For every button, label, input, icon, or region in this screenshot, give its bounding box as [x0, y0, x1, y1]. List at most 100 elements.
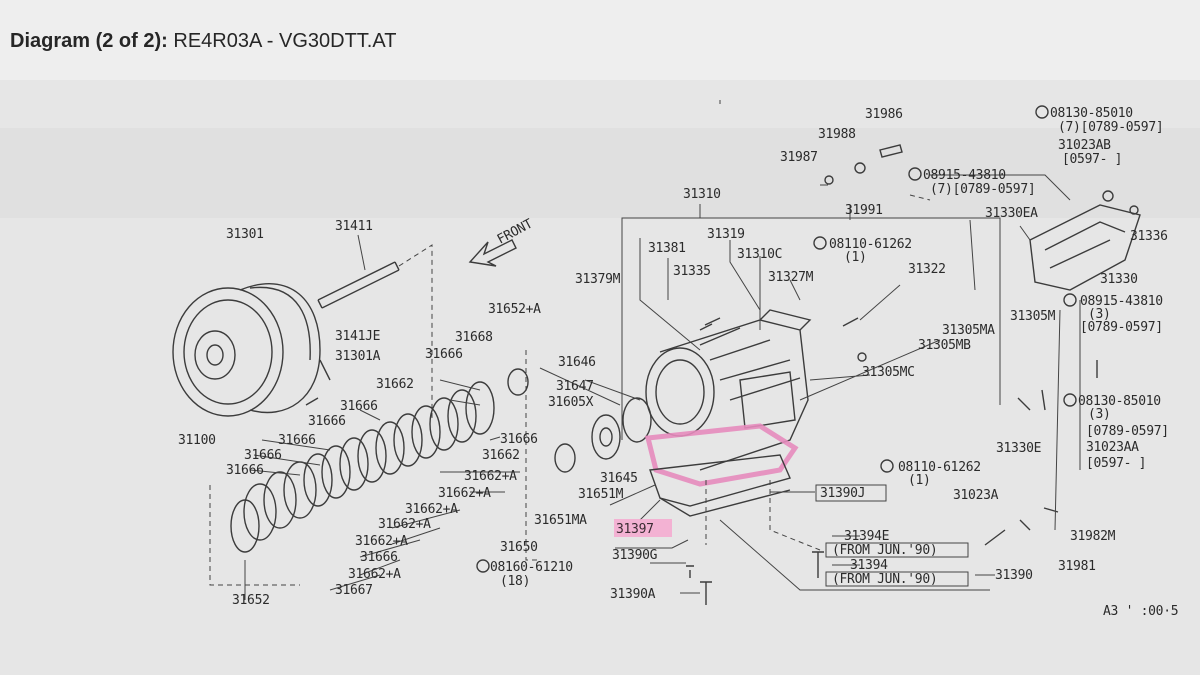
label-31023a: 31023A	[953, 488, 999, 503]
label-qty-3-right: (3)	[1088, 307, 1111, 322]
label-31305ma: 31305MA	[942, 323, 995, 338]
label-08160-61210: 08160-61210	[490, 560, 573, 575]
label-31651ma: 31651MA	[534, 513, 587, 528]
label-qty-1-top: (1)	[844, 250, 867, 265]
label-31652-a: 31652+A	[488, 302, 541, 317]
label-31662-plus-a-4: 31662+A	[378, 517, 431, 532]
label-31662-plus-a-3: 31662+A	[405, 502, 458, 517]
label-08915-43810-top: 08915-43810	[923, 168, 1006, 183]
label-31981: 31981	[1058, 559, 1096, 574]
label-31397-highlighted[interactable]: 31397	[616, 522, 654, 537]
label-31330e: 31330E	[996, 441, 1041, 456]
label-31667: 31667	[335, 583, 373, 598]
label-31305mc: 31305MC	[862, 365, 915, 380]
label-31330ea: 31330EA	[985, 206, 1038, 221]
label-3141je: 3141JE	[335, 329, 380, 344]
label-31390: 31390	[995, 568, 1033, 583]
label-31381: 31381	[648, 241, 686, 256]
oil-pan-gasket-highlight	[644, 423, 799, 487]
label-08130-85010-bottom: 08130-85010	[1078, 394, 1161, 409]
label-31991: 31991	[845, 203, 883, 218]
part-labels: 31986 31988 31987 31310 31991 31319 3138…	[178, 106, 1179, 619]
label-31301: 31301	[226, 227, 264, 242]
label-31411: 31411	[335, 219, 373, 234]
label-31379m: 31379M	[575, 272, 621, 287]
label-31986: 31986	[865, 107, 903, 122]
diagram-title-prefix: Diagram (2 of 2):	[10, 30, 168, 52]
label-31988: 31988	[818, 127, 856, 142]
label-from-jun-90-a: (FROM JUN.'90)	[832, 543, 937, 558]
label-31662-plus-a-6: 31662+A	[348, 567, 401, 582]
label-31982m: 31982M	[1070, 529, 1116, 544]
input-shaft-drawing	[317, 234, 433, 420]
label-0789-0597-bottom: [0789-0597]	[1086, 424, 1169, 439]
label-31666-g: 31666	[500, 432, 538, 447]
label-31662-b: 31662	[482, 448, 520, 463]
label-31390a: 31390A	[610, 587, 656, 602]
label-31390g: 31390G	[612, 548, 658, 563]
label-31646: 31646	[558, 355, 596, 370]
label-0789-0597-right: [0789-0597]	[1080, 320, 1163, 335]
label-08110-61262-bottom: 08110-61262	[898, 460, 981, 475]
diagram-corner-mark: A3 ' :00·5	[1103, 604, 1178, 619]
label-31662-plus-a-2: 31662+A	[438, 486, 491, 501]
label-31330: 31330	[1100, 272, 1138, 287]
bolts-and-fittings	[305, 144, 1098, 605]
diagram-title: Diagram (2 of 2): RE4R03A - VG30DTT.AT	[10, 30, 396, 53]
label-31652: 31652	[232, 593, 270, 608]
label-31666-b: 31666	[340, 399, 378, 414]
label-31666-h: 31666	[360, 550, 398, 565]
diagram-title-model: RE4R03A - VG30DTT.AT	[173, 30, 397, 52]
label-31666-a: 31666	[425, 347, 463, 362]
page-header: Diagram (2 of 2): RE4R03A - VG30DTT.AT	[0, 0, 1200, 80]
label-31605x: 31605X	[548, 395, 594, 410]
label-31666-e: 31666	[244, 448, 282, 463]
label-31662-a: 31662	[376, 377, 414, 392]
oil-pan-drawing	[644, 423, 799, 517]
label-31666-d: 31666	[278, 433, 316, 448]
circled-letter-icons	[476, 105, 1077, 573]
label-31023ab: 31023AB	[1058, 138, 1111, 153]
label-31647: 31647	[556, 379, 594, 394]
transmission-case-drawing	[645, 309, 812, 471]
label-08915-43810-right: 08915-43810	[1080, 294, 1163, 309]
leader-lines	[244, 100, 1081, 600]
label-31319: 31319	[707, 227, 745, 242]
label-0597-bottom: [0597- ]	[1086, 456, 1146, 471]
label-31305mb: 31305MB	[918, 338, 971, 353]
label-31666-c: 31666	[308, 414, 346, 429]
label-31305m: 31305M	[1010, 309, 1056, 324]
torque-converter-drawing	[172, 283, 321, 417]
front-arrow: FRONT	[468, 216, 536, 267]
label-31668: 31668	[455, 330, 493, 345]
label-from-jun-90-b: (FROM JUN.'90)	[832, 572, 937, 587]
highlight-marker	[614, 519, 672, 537]
label-31987: 31987	[780, 150, 818, 165]
label-31394e: 31394E	[844, 529, 889, 544]
front-label: FRONT	[495, 216, 536, 247]
label-31394: 31394	[850, 558, 888, 573]
label-31336: 31336	[1130, 229, 1168, 244]
label-qty-18: (18)	[500, 574, 530, 589]
label-31301a: 31301A	[335, 349, 381, 364]
label-31100: 31100	[178, 433, 216, 448]
label-31310c: 31310C	[737, 247, 782, 262]
label-31645: 31645	[600, 471, 638, 486]
label-08110-61262-top: 08110-61262	[829, 237, 912, 252]
label-31327m: 31327M	[768, 270, 814, 285]
label-31662-plus-a-5: 31662+A	[355, 534, 408, 549]
label-31650: 31650	[500, 540, 538, 555]
label-qty-3-bottom: (3)	[1088, 407, 1111, 422]
label-08130-85010-top: 08130-85010	[1050, 106, 1133, 121]
label-31666-f: 31666	[226, 463, 264, 478]
clutch-disc-stack	[209, 350, 540, 586]
label-31310: 31310	[683, 187, 721, 202]
note-brackets	[815, 484, 969, 587]
label-31322: 31322	[908, 262, 946, 277]
label-31335: 31335	[673, 264, 711, 279]
label-31023aa: 31023AA	[1086, 440, 1139, 455]
seals-and-rings	[507, 368, 652, 473]
label-0597-top: [0597- ]	[1062, 152, 1122, 167]
label-31662-plus-a-1: 31662+A	[464, 469, 517, 484]
